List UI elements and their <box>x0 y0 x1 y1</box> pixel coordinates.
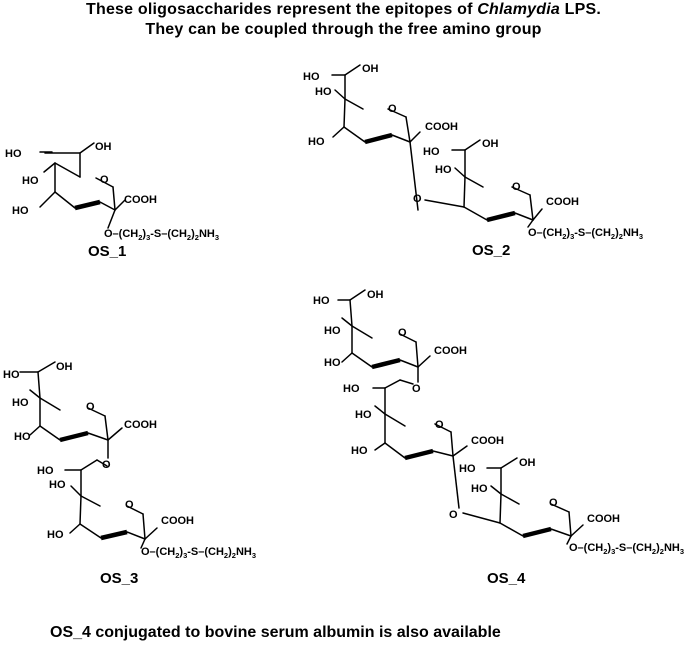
hydroxyl-label: HO <box>355 409 372 421</box>
ring-oxygen-label: O <box>86 401 95 413</box>
hydroxyl-label: HO <box>14 431 31 443</box>
hydroxyl-label: OH <box>362 63 379 75</box>
cooh-label: COOH <box>161 515 194 527</box>
title-line-1: These oligosaccharides represent the epi… <box>0 0 687 20</box>
glycosidic-oxygen-label: O <box>412 383 421 395</box>
hydroxyl-label: HO <box>3 369 20 381</box>
hydroxyl-label: HO <box>313 295 330 307</box>
hydroxyl-label: OH <box>367 289 384 301</box>
hydroxyl-label: HO <box>324 357 341 369</box>
structure-os-1: HO OH HO HO O COOH O–(CH2)3-S–(CH2)2NH3 … <box>5 141 219 260</box>
hydroxyl-label: OH <box>95 141 112 153</box>
structure-os-4: HO OH HO HO O COOH O HO HO HO <box>313 289 684 587</box>
ring-oxygen-label: O <box>512 181 521 193</box>
hydroxyl-label: HO <box>12 205 29 217</box>
hydroxyl-label: HO <box>315 86 332 98</box>
hydroxyl-label: HO <box>423 146 440 158</box>
ring-oxygen-label: O <box>549 497 558 509</box>
structure-label-os-3: OS_3 <box>100 570 138 587</box>
structure-label-os-1: OS_1 <box>88 243 126 260</box>
structure-label-os-4: OS_4 <box>487 570 526 587</box>
ring-oxygen-label: O <box>125 499 134 511</box>
hydroxyl-label: HO <box>22 175 39 187</box>
hydroxyl-label: HO <box>471 483 488 495</box>
ring-oxygen-label: O <box>435 419 444 431</box>
title-line-1-text: These oligosaccharides represent the epi… <box>86 1 478 18</box>
hydroxyl-label: HO <box>47 529 64 541</box>
ring-oxygen-label: O <box>100 174 109 186</box>
linker-label: O–(CH2)3-S–(CH2)2NH3 <box>528 227 643 241</box>
structure-os-3: HO OH HO HO O COOH O HO HO HO <box>3 361 256 587</box>
cooh-label: COOH <box>425 121 458 133</box>
hydroxyl-label: HO <box>351 445 368 457</box>
hydroxyl-label: HO <box>5 148 22 160</box>
linker-label: O–(CH2)3-S–(CH2)2NH3 <box>104 228 219 242</box>
structure-label-os-2: OS_2 <box>472 242 510 259</box>
hydroxyl-label: HO <box>308 136 325 148</box>
hydroxyl-label: HO <box>435 164 452 176</box>
hydroxyl-label: HO <box>49 479 66 491</box>
cooh-label: COOH <box>124 419 157 431</box>
title-genus-name: Chlamydia <box>477 1 560 18</box>
ring-oxygen-label: O <box>388 103 397 115</box>
availability-note: OS_4 conjugated to bovine serum albumin … <box>50 624 501 641</box>
title-line-2: They can be coupled through the free ami… <box>145 21 542 38</box>
linker-label: O–(CH2)3-S–(CH2)2NH3 <box>141 546 256 560</box>
hydroxyl-label: HO <box>324 325 341 337</box>
cooh-label: COOH <box>587 513 620 525</box>
ring-oxygen-label: O <box>398 327 407 339</box>
hydroxyl-label: HO <box>303 71 320 83</box>
hydroxyl-label: HO <box>343 383 360 395</box>
glycosidic-oxygen-label: O <box>413 193 422 205</box>
structure-os-2: HO OH HO HO O COOH HO OH HO O <box>303 63 643 259</box>
cooh-label: COOH <box>434 345 467 357</box>
glycosidic-oxygen-label: O <box>449 509 458 521</box>
hydroxyl-label: OH <box>482 138 499 150</box>
hydroxyl-label: HO <box>37 465 54 477</box>
hydroxyl-label: HO <box>459 463 476 475</box>
hydroxyl-label: OH <box>519 457 536 469</box>
linker-label: O–(CH2)3-S–(CH2)2NH3 <box>569 542 684 556</box>
cooh-label: COOH <box>124 194 157 206</box>
page-title: These oligosaccharides represent the epi… <box>0 0 687 40</box>
hydroxyl-label: OH <box>56 361 73 373</box>
title-line-1-suffix: LPS. <box>559 1 601 18</box>
hydroxyl-label: HO <box>12 397 29 409</box>
cooh-label: COOH <box>546 196 579 208</box>
cooh-label: COOH <box>471 435 504 447</box>
